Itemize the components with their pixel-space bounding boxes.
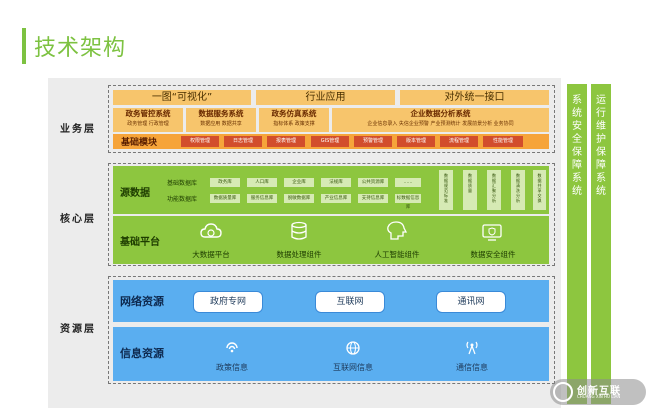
basic-db-label: 基础数据库 — [167, 180, 198, 187]
system-sub: 指标体系 政策支撑 — [273, 121, 315, 127]
vertical-card: 数据清洗分析 — [511, 170, 525, 210]
network-pill: 政府专网 — [193, 291, 263, 313]
database-icon — [291, 221, 307, 240]
func-db-chip: 数据质量库 — [210, 194, 240, 203]
basic-db-chip: …… — [395, 178, 421, 187]
brand-logo-icon — [553, 382, 573, 402]
basic-db-chip: 企业库 — [284, 178, 314, 187]
brand-subtext: CHUANG XIN HU LIAN — [577, 394, 621, 399]
system-title: 数据服务系统 — [198, 109, 244, 118]
basic-db-chip: 公共资源库 — [358, 178, 388, 187]
base-platform-label: 基础平台 — [120, 237, 160, 248]
module-chip: GIS管理 — [311, 136, 349, 147]
monitor-shield-icon — [482, 224, 502, 241]
layer-label-business: 业务层 — [60, 124, 96, 135]
basic-db-chip: 法规库 — [321, 178, 351, 187]
business-layer-frame — [108, 85, 555, 153]
component-label: 人工智能组件 — [374, 250, 420, 259]
info-resource-label: 信息资源 — [120, 347, 164, 360]
module-chip: 日志管理 — [224, 136, 262, 147]
system-sub: 数据应用 数据共享 — [200, 121, 242, 127]
module-chip: 版本管理 — [397, 136, 435, 147]
antenna-icon — [466, 341, 478, 355]
layer-label-core: 核心层 — [60, 214, 96, 225]
biz-system-data-service: 数据服务系统 数据应用 数据共享 — [186, 108, 256, 132]
func-db-chip: 产业信息库 — [321, 194, 351, 203]
base-platform-box: 基础平台 大数据平台 数据处理组件 人工智能组件 数据安全组件 — [113, 216, 549, 264]
vertical-card: 数据汇聚分析 — [487, 170, 501, 210]
system-sub: 企业信息录入 失信企业预警 产业预测统计 发展前景分析 业务协同 — [367, 121, 514, 127]
source-data-label: 源数据 — [120, 188, 150, 199]
core-layer-frame — [108, 163, 555, 266]
func-db-chip: 标数据信息库 — [395, 194, 421, 210]
module-chip: 流程管理 — [440, 136, 478, 147]
module-chip: 预警管理 — [354, 136, 392, 147]
network-pill: 通讯网 — [436, 291, 506, 313]
title-accent-bar — [22, 28, 26, 64]
cloud-gear-icon — [200, 223, 222, 238]
module-chip: 权限管理 — [181, 136, 219, 147]
ai-brain-icon — [387, 221, 407, 240]
vertical-card: 数据共享交换 — [533, 170, 546, 210]
basic-db-chip: 人口库 — [247, 178, 277, 187]
globe-icon — [346, 341, 360, 355]
info-resource-box: 信息资源 政策信息 互联网信息 通信信息 — [113, 327, 549, 381]
network-resource-box: 网络资源 政府专网 互联网 通讯网 — [113, 280, 549, 322]
ops-system-bar: 运行维护保障系统 — [591, 84, 611, 404]
vertical-card: 数据规范标准 — [439, 170, 453, 210]
biz-system-gov-control: 政务管控系统 政务管理 行政管理 — [113, 108, 183, 132]
biz-unified-interface: 对外统一接口 — [400, 90, 549, 105]
component-label: 大数据平台 — [192, 250, 230, 259]
info-label: 通信信息 — [456, 363, 488, 372]
system-title: 政务管控系统 — [125, 109, 171, 118]
layer-label-resource: 资源层 — [60, 324, 96, 335]
security-system-bar: 系统安全保障系统 — [567, 84, 587, 404]
vertical-card: 数据质量 — [463, 170, 477, 210]
system-title: 政务仿真系统 — [271, 109, 317, 118]
base-module-label: 基础模块 — [121, 138, 158, 148]
biz-system-simulation: 政务仿真系统 指标体系 政策支撑 — [259, 108, 329, 132]
network-resource-label: 网络资源 — [120, 295, 164, 308]
module-chip: 报表管理 — [267, 136, 305, 147]
system-sub: 政务管理 行政管理 — [127, 121, 169, 127]
func-db-chip: 服务信息库 — [247, 194, 277, 203]
info-label: 政策信息 — [216, 363, 248, 372]
security-system-text: 系统安全保障系统 — [572, 95, 582, 197]
func-db-chip: 支持信息库 — [358, 194, 388, 203]
func-db-chip: 脱敏数据库 — [284, 194, 314, 203]
brand-text: 创新互联 — [577, 386, 621, 397]
module-chip: 性能管理 — [483, 136, 523, 147]
resource-layer-frame — [108, 276, 555, 384]
base-module-bar: 基础模块 权限管理 日志管理 报表管理 GIS管理 预警管理 版本管理 流程管理… — [113, 134, 549, 149]
info-label: 互联网信息 — [333, 363, 373, 372]
system-title: 企业数据分析系统 — [410, 109, 471, 118]
component-label: 数据安全组件 — [470, 250, 516, 259]
basic-db-chip: 政务库 — [210, 178, 240, 187]
brand-watermark: 创新互联 CHUANG XIN HU LIAN — [550, 379, 646, 405]
page-title: 技术架构 — [34, 36, 127, 61]
source-data-box: 源数据 基础数据库 功能数据库 政务库 人口库 企业库 法规库 公共资源库 ……… — [113, 166, 549, 214]
biz-system-enterprise-analysis: 企业数据分析系统 企业信息录入 失信企业预警 产业预测统计 发展前景分析 业务协… — [332, 108, 549, 132]
network-pill: 互联网 — [315, 291, 385, 313]
biz-visualization: 一图“可视化” — [113, 90, 251, 105]
component-label: 数据处理组件 — [276, 250, 322, 259]
func-db-label: 功能数据库 — [167, 196, 198, 203]
biz-industry-app: 行业应用 — [256, 90, 395, 105]
signal-icon — [226, 342, 238, 353]
ops-system-text: 运行维护保障系统 — [596, 95, 606, 197]
